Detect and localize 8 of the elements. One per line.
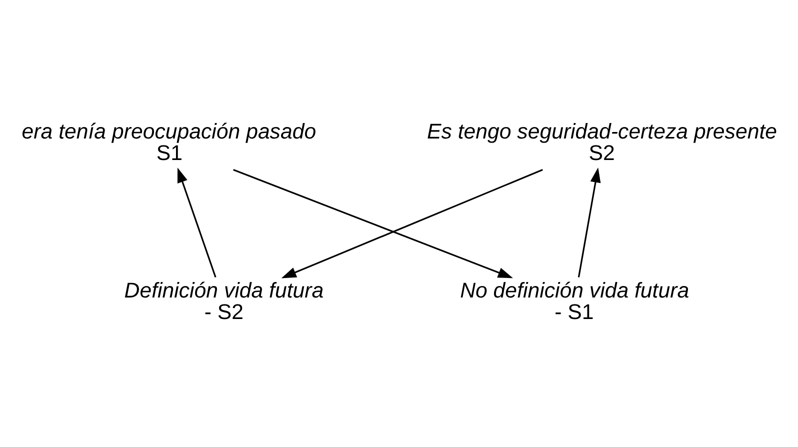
node-text: Es tengo seguridad-certeza presente S2 xyxy=(426,120,777,165)
node-text: Definición vida futura - S2 xyxy=(124,278,324,324)
node-text: No definición vida futura - S1 xyxy=(460,278,689,324)
arrow xyxy=(577,168,600,278)
arrow xyxy=(232,168,512,278)
arrow xyxy=(280,168,542,278)
arrow xyxy=(176,168,216,278)
node-text: era tenía preocupación pasado S1 xyxy=(21,120,316,165)
